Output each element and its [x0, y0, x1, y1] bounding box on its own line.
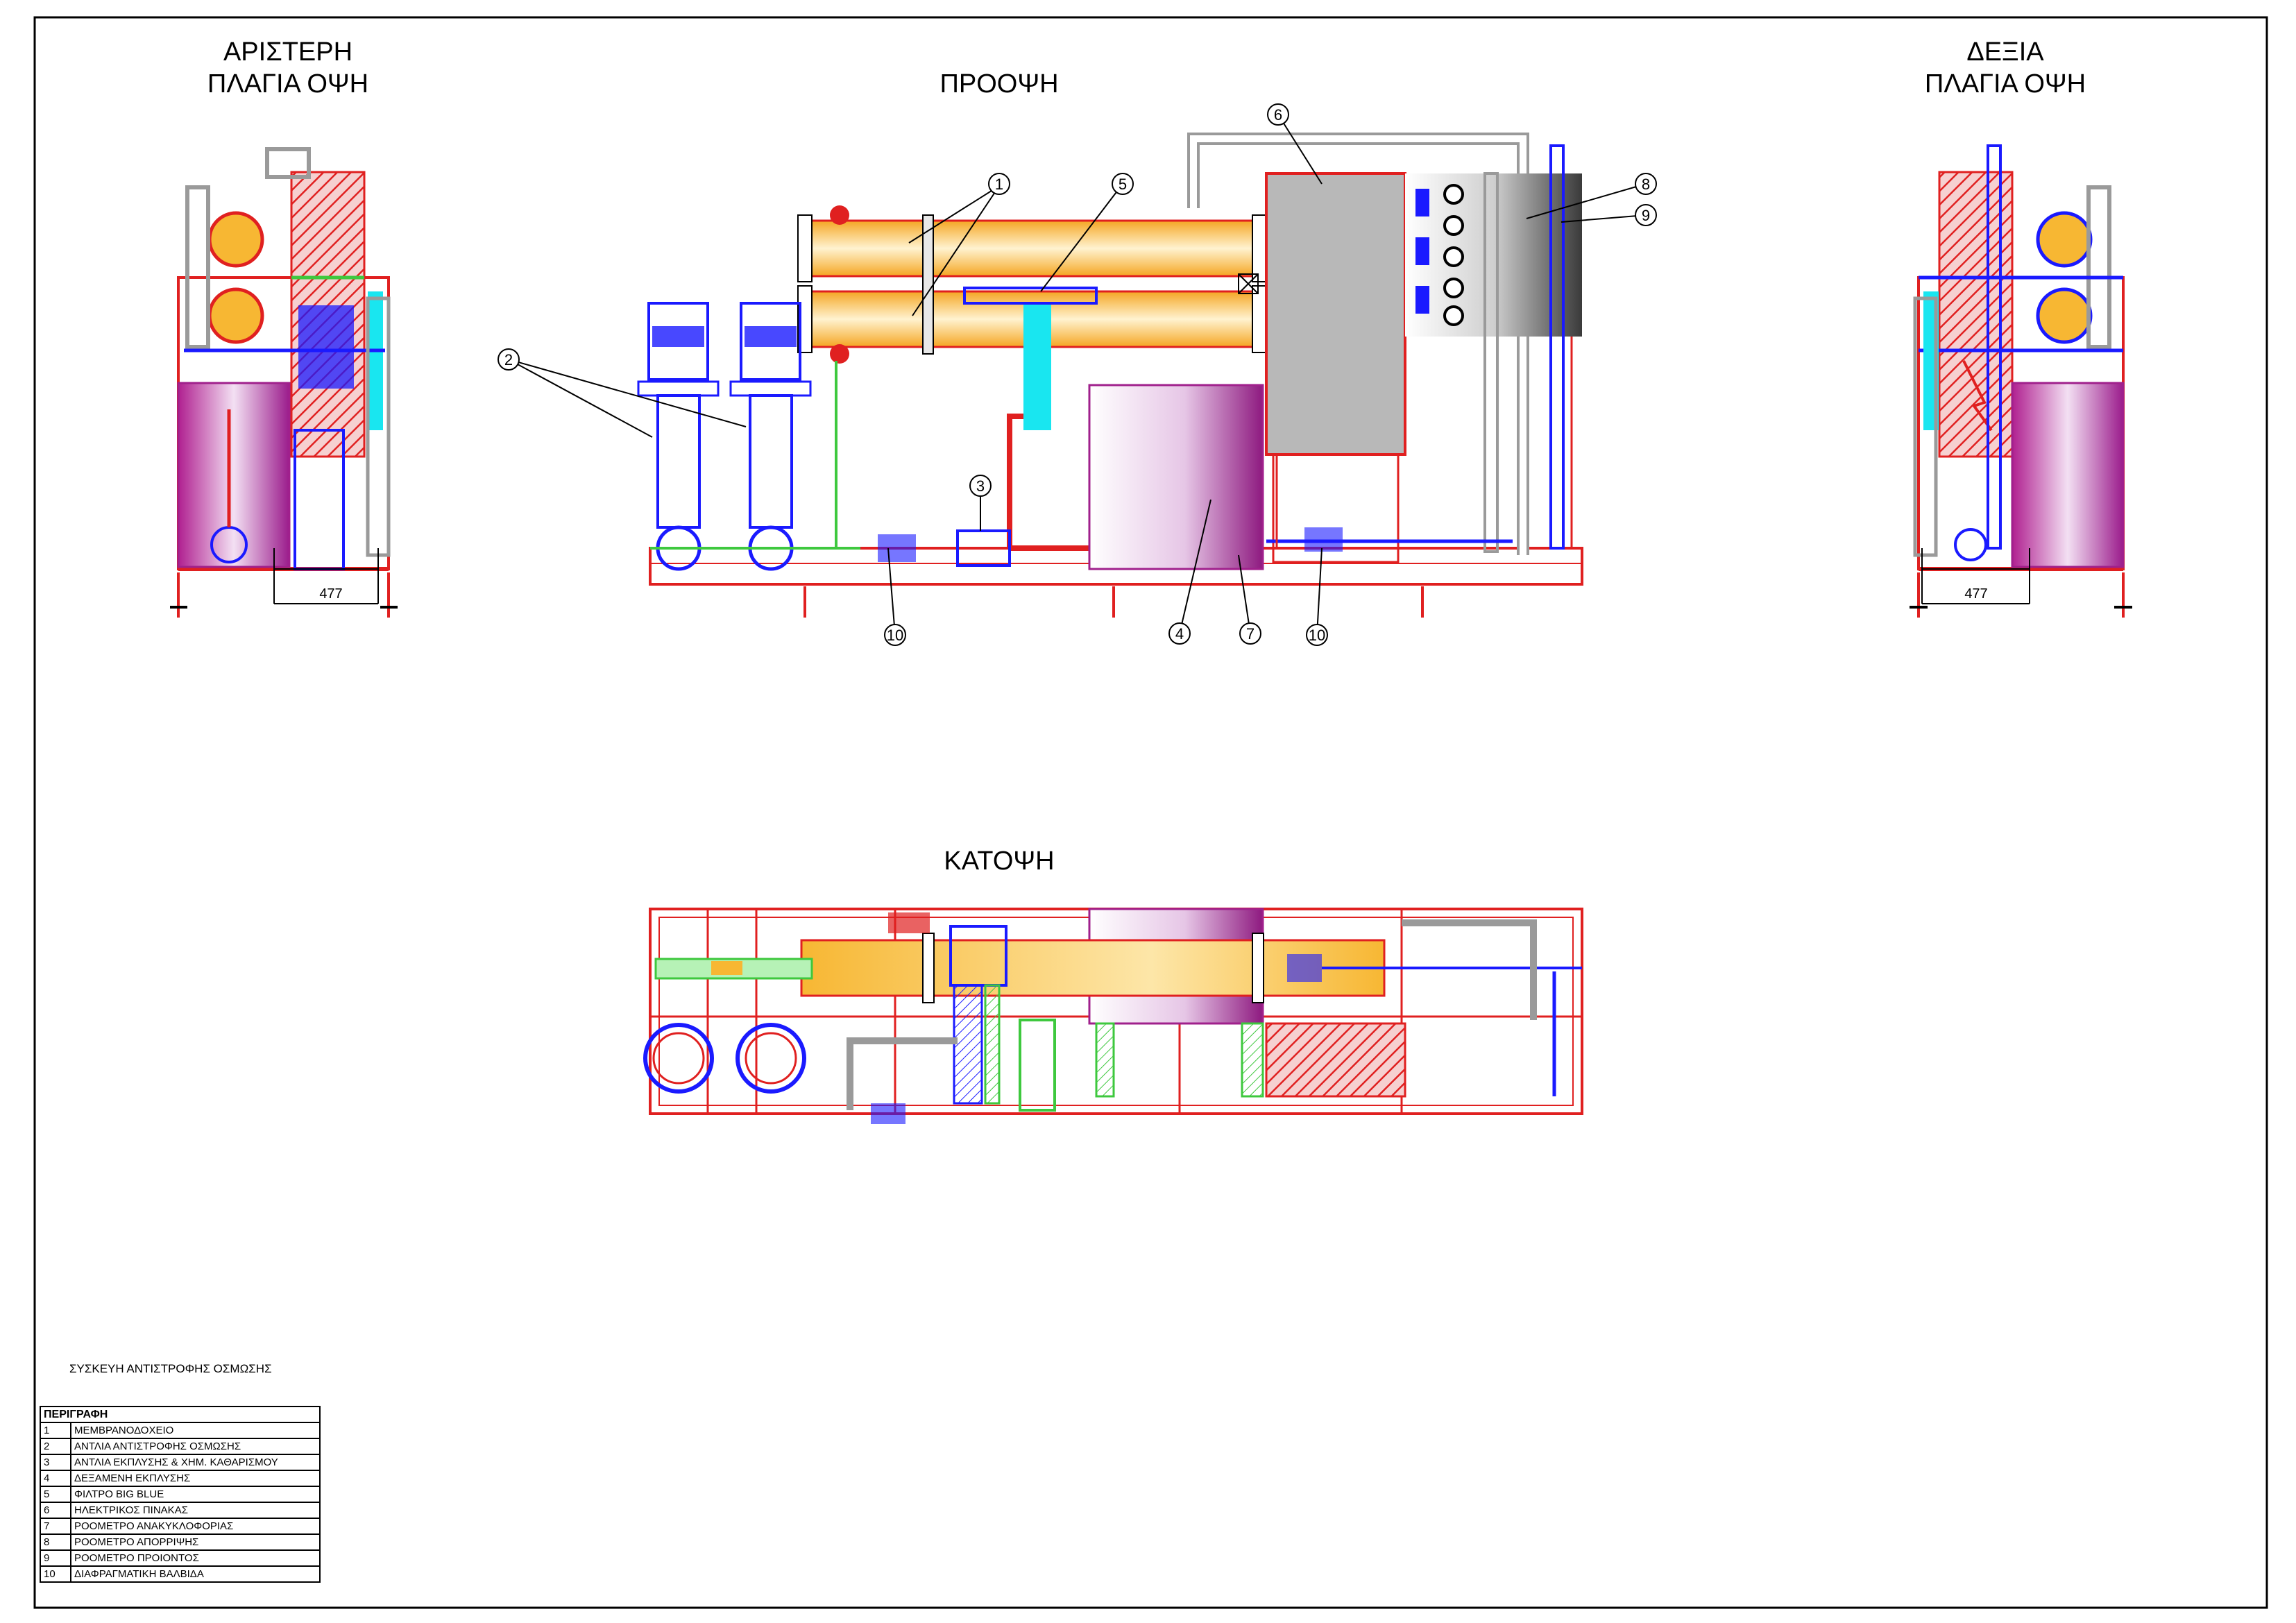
legend-text: ΔΕΞΑΜΕΝΗ ΕΚΠΛΥΣΗΣ: [70, 1470, 321, 1487]
legend-header-row: ΠΕΡΙΓΡΑΦΗ: [40, 1406, 321, 1423]
legend-text: ΦΙΛΤΡΟ BIG BLUE: [70, 1486, 321, 1503]
document-title: ΣΥΣΚΕΥΗ ΑΝΤΙΣΤΡΟΦΗΣ ΟΣΜΩΣΗΣ: [69, 1362, 272, 1375]
callout-10-left: [884, 624, 906, 646]
callout-2: [498, 348, 520, 371]
svg-text:3: 3: [976, 477, 985, 495]
membrane-vessel-top: [803, 219, 1261, 278]
svg-text:9: 9: [1642, 207, 1650, 224]
callout-3: [969, 475, 992, 497]
callout-10-right: [1306, 624, 1328, 646]
callout-8: [1635, 173, 1657, 195]
legend-num: 9: [40, 1549, 71, 1567]
legend-text: ΗΛΕΚΤΡΙΚΟΣ ΠΙΝΑΚΑΣ: [70, 1502, 321, 1519]
legend-text: ΡΟΟΜΕΤΡΟ ΑΠΟΡΡΙΨΗΣ: [70, 1533, 321, 1551]
callout-6: [1267, 103, 1289, 126]
svg-text:2: 2: [504, 351, 513, 368]
svg-text:7: 7: [1246, 625, 1255, 643]
callout-9: [1635, 204, 1657, 226]
legend-num: 10: [40, 1565, 71, 1583]
svg-text:10: 10: [1309, 627, 1325, 644]
legend-text: ΡΟΟΜΕΤΡΟ ΠΡΟΙΟΝΤΟΣ: [70, 1549, 321, 1567]
left-side-view-title: ΑΡΙΣΤΕΡΗ ΠΛΑΓΙΑ ΟΨΗ: [207, 37, 369, 99]
svg-text:4: 4: [1175, 625, 1184, 643]
legend-num: 4: [40, 1470, 71, 1487]
callout-7: [1239, 622, 1261, 645]
plan-pump-1: [643, 1023, 714, 1094]
front-view-title: ΠΡΟΟΨΗ: [939, 69, 1059, 99]
svg-text:6: 6: [1274, 106, 1282, 124]
legend-text: ΜΕΜΒΡΑΝΟΔΟΧΕΙΟ: [70, 1422, 321, 1439]
legend-num: 8: [40, 1533, 71, 1551]
dimension-right: 477: [1964, 586, 1987, 602]
electrical-panel: [1265, 172, 1406, 456]
svg-text:8: 8: [1642, 176, 1650, 193]
plan-view: [643, 908, 1583, 1124]
legend-text: ΑΝΤΛΙΑ ΑΝΤΙΣΤΡΟΦΗΣ ΟΣΜΩΣΗΣ: [70, 1438, 321, 1455]
legend-num: 7: [40, 1518, 71, 1535]
legend-text: ΑΝΤΛΙΑ ΕΚΠΛΥΣΗΣ & ΧΗΜ. ΚΑΘΑΡΙΣΜΟΥ: [70, 1454, 321, 1471]
legend-num: 6: [40, 1502, 71, 1519]
right-side-view-title: ΔΕΞΙΑ ΠΛΑΓΙΑ ΟΨΗ: [1924, 37, 2086, 99]
rinse-tank: [1088, 384, 1264, 570]
legend-num: 1: [40, 1422, 71, 1439]
legend-text: ΔΙΑΦΡΑΓΜΑΤΙΚΗ ΒΑΛΒΙΔΑ: [70, 1565, 321, 1583]
svg-text:1: 1: [995, 176, 1003, 193]
right-side-view: [1910, 144, 2132, 618]
svg-text:5: 5: [1119, 176, 1127, 193]
legend-text: ΡΟΟΜΕΤΡΟ ΑΝΑΚΥΚΛΟΦΟΡΙΑΣ: [70, 1518, 321, 1535]
big-blue-filter: [1023, 303, 1051, 430]
svg-text:10: 10: [887, 627, 903, 644]
sheet-border: [33, 16, 2268, 1609]
legend-num: 5: [40, 1486, 71, 1503]
callout-4: [1168, 622, 1191, 645]
callout-5: [1112, 173, 1134, 195]
legend-header: ΠΕΡΙΓΡΑΦΗ: [40, 1406, 321, 1423]
legend-num: 2: [40, 1438, 71, 1455]
front-view: [637, 133, 1583, 618]
plan-view-title: ΚΑΤΟΨΗ: [944, 847, 1055, 876]
plan-pump-2: [735, 1023, 806, 1094]
callout-1: [988, 173, 1010, 195]
control-box: [1405, 173, 1582, 337]
callouts: 1 2 3 4 5 6 7 8 9 10 10: [498, 103, 1657, 646]
legend-num: 3: [40, 1454, 71, 1471]
flush-pump: [956, 529, 1011, 567]
left-side-view: [170, 147, 398, 618]
dimension-left: 477: [319, 586, 342, 602]
